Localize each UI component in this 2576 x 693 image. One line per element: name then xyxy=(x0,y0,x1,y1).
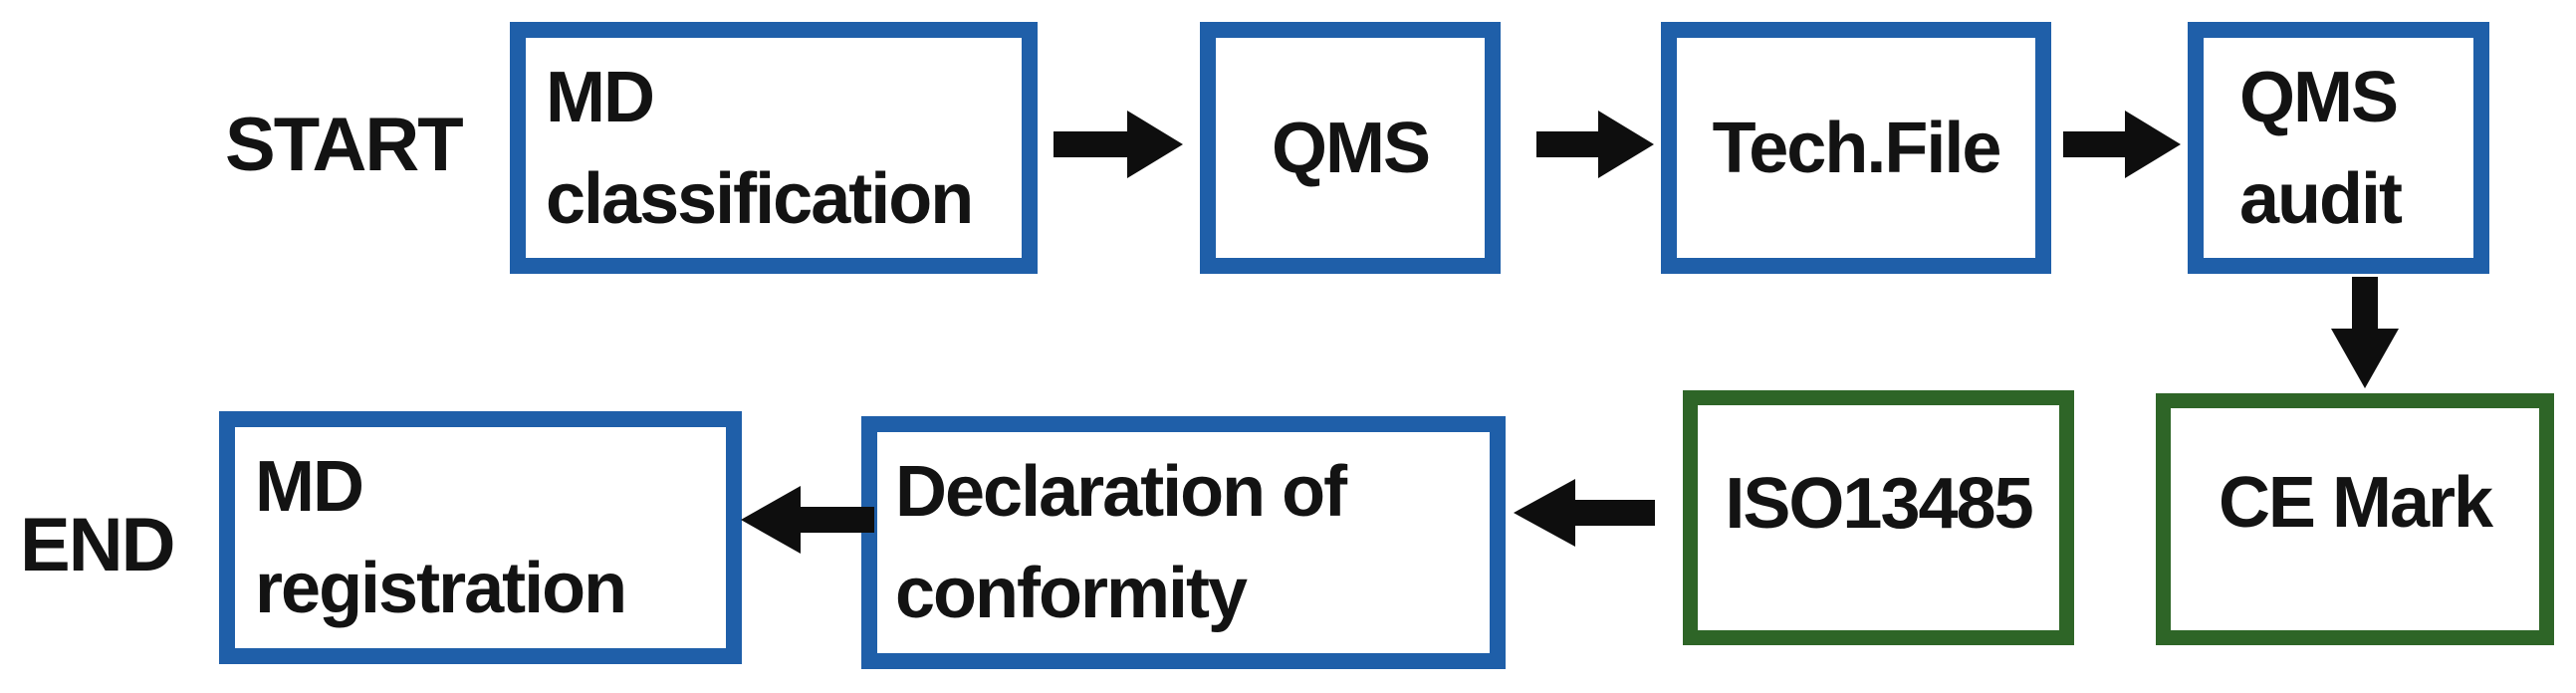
node-label-line: conformity xyxy=(895,554,1248,633)
node-ce-mark: CE Mark xyxy=(2156,393,2554,645)
node-qms: QMS xyxy=(1200,22,1501,274)
end-label: END xyxy=(20,503,175,587)
node-label-line: QMS xyxy=(2239,57,2399,137)
node-label-line: CE Mark xyxy=(2218,462,2493,543)
node-label-line: registration xyxy=(255,549,627,628)
node-label-line: ISO13485 xyxy=(1725,464,2033,544)
node-label-line: Tech.File xyxy=(1712,108,2002,188)
arrow-right-tech-file-to-qms-audit-icon xyxy=(2063,111,2181,178)
node-tech-file: Tech.File xyxy=(1661,22,2051,274)
arrow-left-declaration-to-md-registration-icon xyxy=(741,486,874,554)
arrow-down-qms-audit-to-ce-mark-icon xyxy=(2331,277,2399,388)
node-label-line: MD xyxy=(546,57,655,137)
start-label: START xyxy=(225,103,464,187)
node-md-registration: MD registration xyxy=(219,411,742,664)
arrow-right-md-classification-to-qms-icon xyxy=(1054,111,1183,178)
arrow-left-iso13485-to-declaration-icon xyxy=(1514,479,1655,547)
node-label-line: Declaration of xyxy=(895,452,1347,532)
node-declaration-of-conformity: Declaration of conformity xyxy=(861,416,1506,669)
node-label-line: QMS xyxy=(1271,108,1431,188)
node-label-line: MD xyxy=(255,447,364,527)
node-label-line: classification xyxy=(546,158,974,239)
node-label-line: audit xyxy=(2239,158,2403,239)
arrow-right-qms-to-tech-file-icon xyxy=(1536,111,1654,178)
node-qms-audit: QMS audit xyxy=(2188,22,2489,274)
node-iso13485: ISO13485 xyxy=(1683,390,2074,645)
node-md-classification: MD classification xyxy=(510,22,1038,274)
